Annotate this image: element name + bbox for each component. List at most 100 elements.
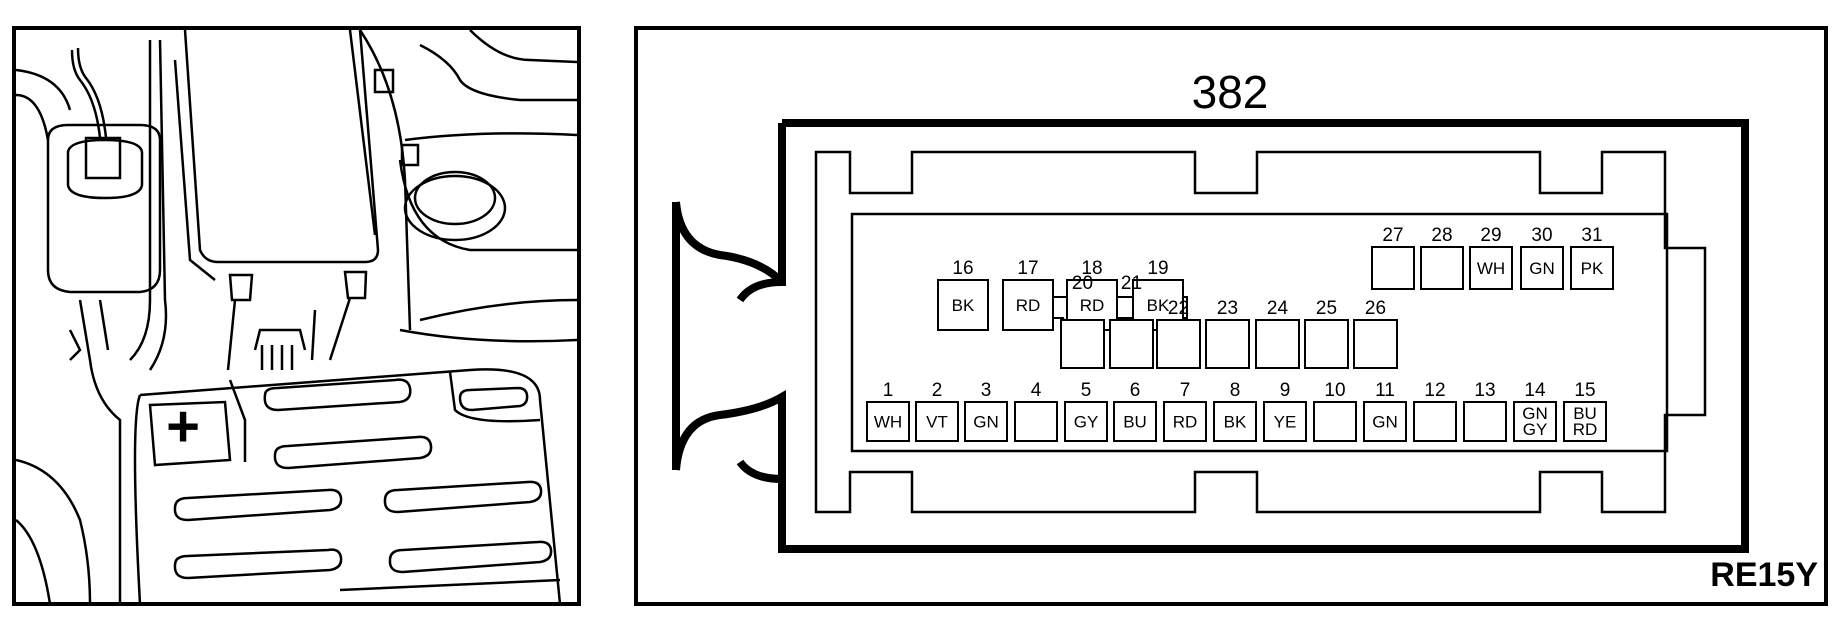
connector-inner-outline [814,150,1707,514]
pin-3: 3GN [964,380,1008,442]
pin-number: 11 [1375,380,1395,401]
pin-box [1304,319,1349,369]
pin-10: 10 [1313,380,1357,442]
pin-box [1113,401,1157,442]
pin-wire-color: RD [1080,296,1105,315]
pin-box [1513,401,1557,442]
pin-box [1520,246,1564,290]
pin-6: 6BU [1113,380,1157,442]
pin-number: 26 [1365,298,1386,319]
pin-box [1463,401,1507,442]
pin-wire-color: BK [1147,296,1170,315]
pin-number: 17 [1017,258,1038,279]
mounting-tab-top [672,201,785,285]
pin-wire-color: GN [1372,413,1398,432]
pin-box [1420,246,1464,290]
pin-box [1014,401,1058,442]
pin-23: 23 [1205,298,1250,369]
pin-7: 7RD [1163,380,1207,442]
pin-wire-color: RD [1016,296,1041,315]
pin-wire-color: PK [1581,259,1604,278]
pin-wire-color: GY [1074,413,1099,432]
pin-number: 16 [952,258,973,279]
pin-box [1563,401,1607,442]
pin-box [1205,319,1250,369]
location-illustration: + [12,26,581,606]
pin-wire-color: BU [1123,413,1147,432]
pin-number: 27 [1382,225,1403,246]
pin-box [1156,319,1201,369]
pin-2: 2VT [915,380,959,442]
pin-box [1255,319,1300,369]
pin-box [866,401,910,442]
pin-number: 31 [1581,225,1602,246]
pin-number: 1 [883,380,894,401]
pin-number: 29 [1480,225,1501,246]
pin-box [1109,319,1154,369]
pin-number: 24 [1267,298,1289,319]
pin-number: 2 [932,380,943,401]
pin-27: 27 [1371,225,1415,290]
pin-1: 1WH [866,380,910,442]
connector-number: 382 [1192,66,1269,118]
pin-box [1064,401,1108,442]
pin-25: 25 [1304,298,1349,369]
pin-number: 5 [1081,380,1092,401]
pin-number: 13 [1474,380,1495,401]
pin-24: 24 [1255,298,1300,369]
pin-box [1353,319,1398,369]
pin-box [1413,401,1457,442]
pin-22: 22 [1156,298,1201,369]
pin-box [1163,401,1207,442]
pin-box [1263,401,1307,442]
pin-wire-color: BK [1224,413,1247,432]
pin-5: 5GY [1064,380,1108,442]
pin-number: 20 [1072,273,1093,294]
pin-number: 23 [1217,298,1238,319]
pin-box [964,401,1008,442]
pin-number: 4 [1031,380,1042,401]
pin-8: 8BK [1213,380,1257,442]
pin-number: 3 [981,380,992,401]
pin-number: 21 [1121,273,1142,294]
pin-box [1213,401,1257,442]
pin-number: 30 [1531,225,1552,246]
pin-box [1469,246,1513,290]
pin-wire-color: VT [926,413,948,432]
pin-wire-color: WH [1477,259,1505,278]
figure-code: RE15Y [1710,556,1818,594]
pin-number: 7 [1180,380,1191,401]
pin-box [1371,246,1415,290]
pin-wire-color: YE [1274,413,1297,432]
pin-number: 9 [1280,380,1291,401]
pin-wire-color: RD [1173,413,1198,432]
pin-4: 4 [1014,380,1058,442]
pin-box [1060,319,1105,369]
pin-wire-color: WH [874,413,902,432]
pin-21: 21 [1109,273,1154,369]
pin-cavity-area [850,212,1669,453]
pin-number: 28 [1431,225,1452,246]
pin-12: 12 [1413,380,1457,442]
pin-20: 20 [1060,273,1105,369]
pin-number: 15 [1574,380,1595,401]
pin-box [937,279,989,331]
pin-28: 28 [1420,225,1464,290]
pin-number: 8 [1230,380,1241,401]
pin-number: 19 [1147,258,1168,279]
pin-wire-color: BK [952,296,975,315]
pin-number: 14 [1524,380,1546,401]
pin-9: 9YE [1263,380,1307,442]
pin-13: 13 [1463,380,1507,442]
pin-26: 26 [1353,298,1398,369]
pin-number: 18 [1081,258,1102,279]
